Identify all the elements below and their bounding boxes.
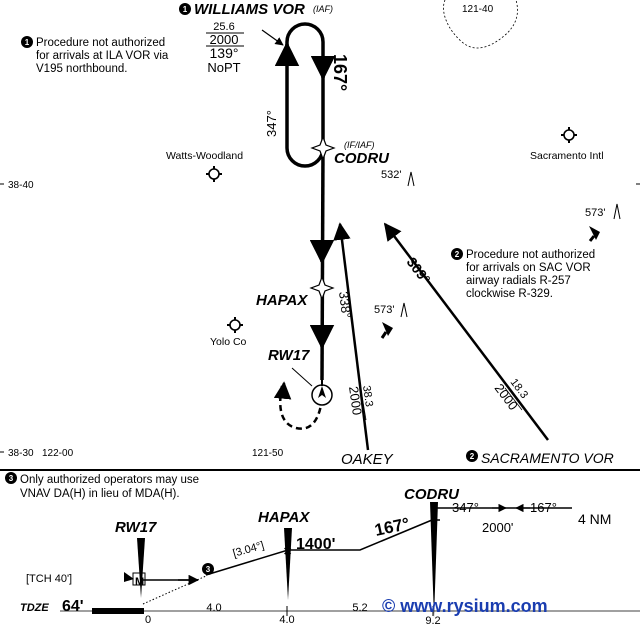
grid-label-lat-upper: 38-40 xyxy=(8,180,34,191)
grid-label-lat-lower: 38-30 xyxy=(8,448,34,459)
grid-label-lon-mid: 121-50 xyxy=(252,448,284,459)
note1-line3: V195 northbound. xyxy=(36,63,127,75)
note2-line2: for arrivals on SAC VOR xyxy=(466,262,591,274)
hapax-label: HAPAX xyxy=(256,292,308,309)
inbound-course-profile: 167° xyxy=(530,500,557,515)
distance-4nm: 4 NM xyxy=(578,511,611,527)
nopt-label: NoPT xyxy=(207,60,240,75)
williams-role-label: (IAF) xyxy=(313,4,333,14)
obstacle-573-east: 573' xyxy=(585,207,605,219)
profile-hapax-label: HAPAX xyxy=(258,509,310,526)
obstacle-icon xyxy=(613,203,621,220)
airport-watts-woodland: Watts-Woodland xyxy=(166,150,243,162)
holding-pattern xyxy=(285,22,325,168)
note3-line1: Only authorized operators may use xyxy=(20,474,199,486)
oakey-course-label: 338° xyxy=(336,291,354,320)
watermark: © www.rysium.com xyxy=(382,596,548,616)
airport-sacramento-intl: Sacramento Intl xyxy=(530,150,604,162)
hapax-profile-marker: ✕ xyxy=(283,546,292,558)
distance-label: 5.2 xyxy=(352,602,367,614)
outbound-course-label: 347° xyxy=(264,110,279,137)
rw17-profile-pillar xyxy=(137,538,145,598)
airport-icon xyxy=(206,166,222,182)
airport-icon xyxy=(227,317,243,333)
note1-line1: Procedure not authorized xyxy=(36,37,165,49)
grid-label-lon-left: 122-00 xyxy=(42,448,74,459)
final-course-label: 167° xyxy=(373,514,412,540)
tdze-value: 64' xyxy=(62,598,84,615)
distance-label: 0 xyxy=(145,614,151,626)
airport-yolo-co: Yolo Co xyxy=(210,336,247,348)
holding-course: 139° xyxy=(210,45,239,61)
note1-marker-top: 1 xyxy=(183,5,188,14)
tch-label: [TCH 40'] xyxy=(26,573,72,585)
holding-dme: 25.6 xyxy=(213,21,234,33)
rw17-runway-symbol[interactable] xyxy=(311,380,333,406)
codru-profile-pillar xyxy=(430,502,438,618)
oakey-label: OAKEY xyxy=(341,451,394,468)
note2-line1: Procedure not authorized xyxy=(466,249,595,261)
missed-approach-path xyxy=(279,385,324,430)
vnav-marker: 3 xyxy=(206,565,211,574)
obstacle-icon xyxy=(407,171,415,187)
note3-marker: 3 xyxy=(9,474,14,483)
codru-role-label: (IF/IAF) xyxy=(344,140,375,150)
note1-marker: 1 xyxy=(25,38,30,47)
obstacle-arrow-icon xyxy=(382,322,393,336)
profile-codru-label: CODRU xyxy=(404,486,460,503)
runway-bar xyxy=(92,608,144,614)
sac-feeder xyxy=(383,222,549,441)
codru-fix-symbol[interactable] xyxy=(310,135,336,161)
obstacle-573-center: 573' xyxy=(374,304,394,316)
hapax-fix-symbol[interactable] xyxy=(309,275,335,301)
sacramento-vor-label: SACRAMENTO VOR xyxy=(481,450,614,466)
obstacle-532: 532' xyxy=(381,169,401,181)
tdze-label: TDZE xyxy=(20,602,49,614)
note2-marker: 2 xyxy=(455,250,460,259)
grid-label-top: 121-40 xyxy=(462,4,494,15)
profile-rw17-label: RW17 xyxy=(115,519,157,536)
note1-line2: for arrivals at ILA VOR via xyxy=(36,50,169,62)
codru-label: CODRU xyxy=(334,150,390,167)
glide-path-angle: [3.04°] xyxy=(232,540,266,560)
hapax-profile-pillar xyxy=(284,528,292,600)
codru-altitude: 2000' xyxy=(482,520,513,535)
distance-label: 4.0 xyxy=(279,614,294,626)
note2-line3: airway radials R-257 xyxy=(466,275,571,287)
oakey-distance-label: 38.3 xyxy=(360,385,375,408)
oakey-feeder xyxy=(333,222,370,451)
williams-vor-label: WILLIAMS VOR xyxy=(194,1,305,18)
oakey-altitude-label: 2000 xyxy=(346,385,365,416)
outbound-course-profile: 347° xyxy=(452,500,479,515)
distance-label: 9.2 xyxy=(425,615,440,627)
note2-marker-vor: 2 xyxy=(470,452,475,461)
note2-line4: clockwise R-329. xyxy=(466,288,553,300)
inbound-course-label: 167° xyxy=(330,54,350,91)
distance-label: 4.0 xyxy=(206,602,221,614)
obstacle-icon xyxy=(400,302,408,318)
holding-altitude: 2000 xyxy=(210,32,239,47)
obstacle-arrow-icon xyxy=(589,226,600,240)
missed-approach-point-label: M xyxy=(135,576,144,588)
rw17-label: RW17 xyxy=(268,347,310,364)
hapax-altitude: 1400' xyxy=(296,536,335,553)
airport-icon xyxy=(561,127,577,143)
note3-line2: VNAV DA(H) in lieu of MDA(H). xyxy=(20,488,180,500)
terrain-contour xyxy=(443,0,518,49)
